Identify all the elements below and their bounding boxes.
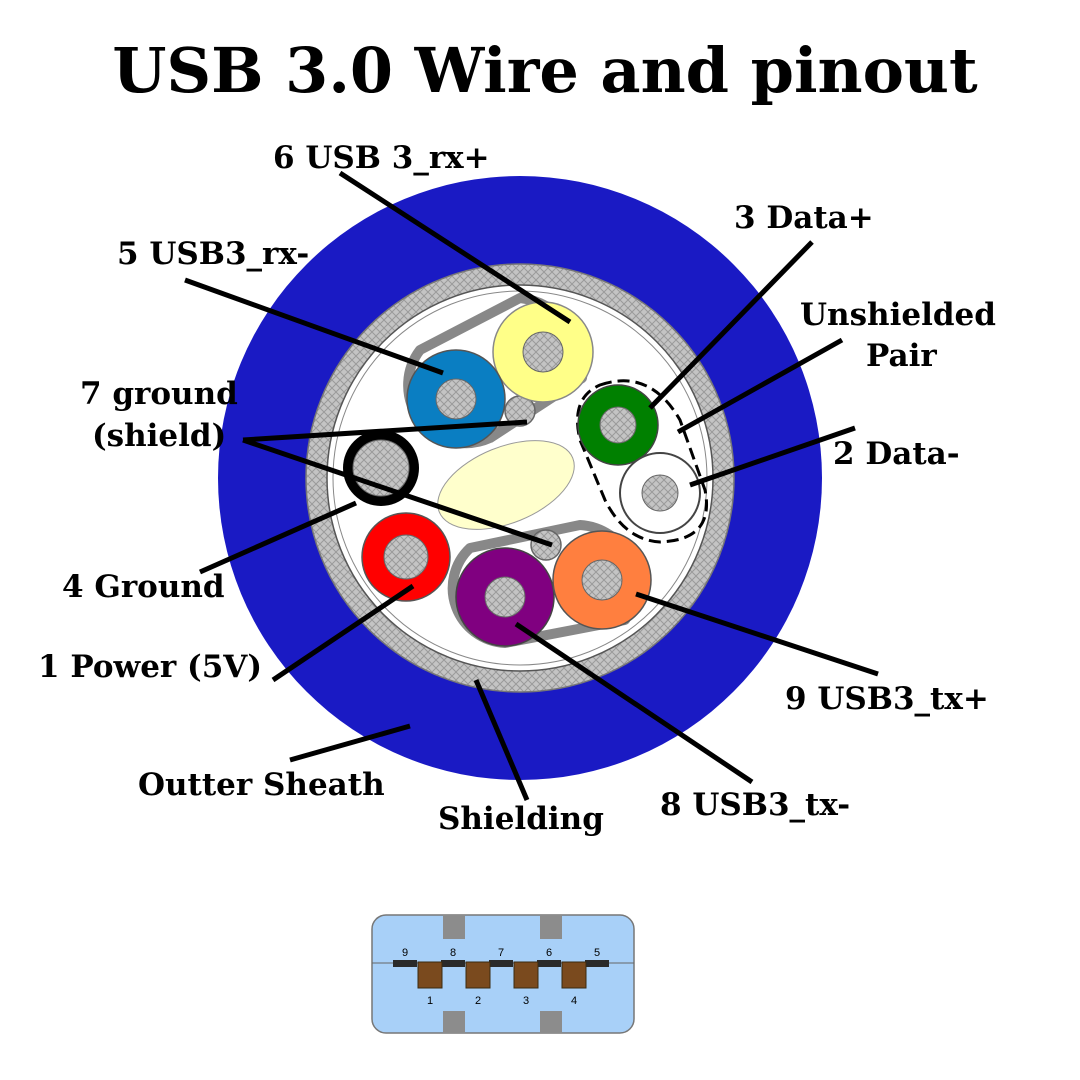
wire-tx-minus xyxy=(455,547,555,647)
latch-bottom-left xyxy=(443,1011,465,1033)
leader-rx-plus xyxy=(338,170,572,325)
contact-4 xyxy=(561,961,587,989)
leader-rx-minus xyxy=(184,277,444,376)
label-power: 1 Power (5V) xyxy=(38,649,262,685)
wire-data-minus xyxy=(619,452,701,534)
label-data-plus: 3 Data+ xyxy=(734,200,874,236)
leader-data-minus xyxy=(689,425,856,488)
label-data-minus: 2 Data- xyxy=(833,436,960,472)
label-tx-plus: 9 USB3_tx+ xyxy=(785,681,989,717)
leader-data-plus xyxy=(648,240,814,410)
latch-top-left xyxy=(443,915,465,939)
wire-labels: 6 USB 3_rx+ 5 USB3_rx- 3 Data+ Unshielde… xyxy=(38,140,996,837)
contact-1 xyxy=(417,961,443,989)
leader-ground-shield-b xyxy=(242,437,553,548)
label-ground-shield-line2: (shield) xyxy=(92,418,226,454)
pin-number-9: 9 xyxy=(402,947,408,959)
cable-cross-section xyxy=(218,176,822,780)
pin-number-2: 2 xyxy=(475,995,481,1007)
contact-7 xyxy=(489,960,513,967)
leader-power xyxy=(271,583,415,683)
pin-number-5: 5 xyxy=(594,947,600,959)
pin-number-7: 7 xyxy=(498,947,504,959)
leader-unshielded-pair xyxy=(676,337,844,435)
filler xyxy=(437,440,575,530)
contact-3 xyxy=(513,961,539,989)
leader-shielding xyxy=(473,679,530,801)
pin-number-3: 3 xyxy=(523,995,529,1007)
usb-connector: 9 8 7 6 5 1 2 3 4 xyxy=(371,914,635,1034)
label-rx-minus: 5 USB3_rx- xyxy=(117,236,309,272)
pin-number-4: 4 xyxy=(571,995,577,1007)
label-rx-plus: 6 USB 3_rx+ xyxy=(273,140,490,176)
label-unshielded-line2: Pair xyxy=(866,338,937,374)
leader-tx-plus xyxy=(635,591,879,677)
connector-body xyxy=(371,914,635,1034)
pin-number-1: 1 xyxy=(427,995,433,1007)
wire-tx-plus xyxy=(552,530,652,630)
leader-outer-sheath xyxy=(289,723,411,763)
latch-top-right xyxy=(540,915,562,939)
label-outer-sheath: Outter Sheath xyxy=(138,767,385,803)
contact-2 xyxy=(465,961,491,989)
wire-rx-plus xyxy=(492,301,594,403)
label-ground: 4 Ground xyxy=(62,569,225,605)
label-tx-minus: 8 USB3_tx- xyxy=(660,787,850,823)
wire-data-plus xyxy=(577,384,659,466)
page-title: USB 3.0 Wire and pinout xyxy=(112,34,978,107)
pin-number-8: 8 xyxy=(450,947,456,959)
contact-9 xyxy=(393,960,417,967)
pin-number-6: 6 xyxy=(546,947,552,959)
label-unshielded-line1: Unshielded xyxy=(800,297,996,333)
contact-6 xyxy=(537,960,561,967)
leader-ground-shield-a xyxy=(242,419,528,443)
leader-lines xyxy=(184,170,879,801)
leader-tx-minus xyxy=(514,621,754,785)
contact-8 xyxy=(441,960,465,967)
label-ground-shield-line1: 7 ground xyxy=(80,376,238,412)
wire-power xyxy=(361,512,451,602)
leader-ground xyxy=(198,500,358,575)
contact-5 xyxy=(585,960,609,967)
label-shielding: Shielding xyxy=(438,801,604,837)
latch-bottom-right xyxy=(540,1011,562,1033)
